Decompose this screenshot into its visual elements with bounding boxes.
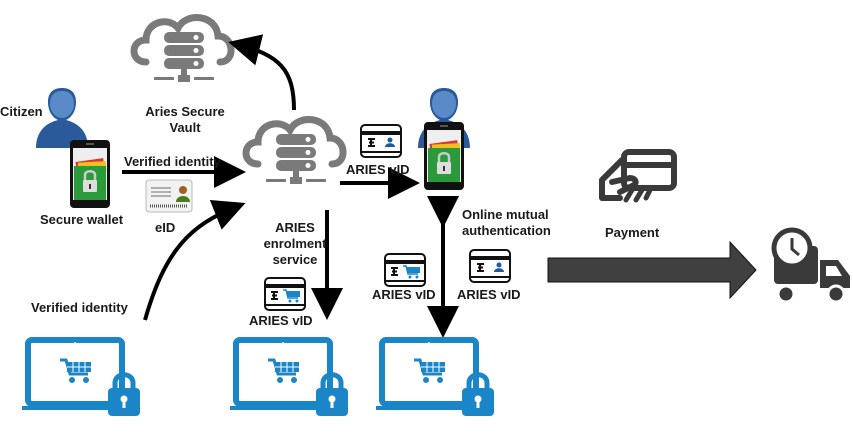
citizen-label: Citizen [0, 104, 43, 119]
vid-shop-mid-label: ARIES vID [372, 287, 436, 302]
enrolment-label-line: ARIES [275, 220, 315, 235]
mutual-auth-label-line: Online mutual [462, 207, 549, 222]
vault-label: Aries Secure Vault [140, 104, 230, 136]
recipient-wallet-phone-icon [422, 120, 466, 192]
eid-card-icon [145, 179, 193, 213]
secure-wallet-phone-icon [68, 138, 112, 210]
verified-identity-bottom-label: Verified identity [31, 300, 128, 315]
shop-laptop-lock-icon [230, 340, 348, 416]
payment-delivery-arrow [547, 240, 757, 300]
vault-label-line: Aries Secure [145, 104, 225, 119]
vid-user-mid-label: ARIES vID [457, 287, 521, 302]
enrolment-cloud-icon [246, 120, 343, 184]
eid-label: eID [155, 220, 176, 235]
mutual-auth-label: Online mutual authentication [462, 207, 551, 239]
vid-card-user-icon [360, 124, 402, 158]
payment-card-hand-icon [599, 149, 677, 203]
verified-identity-top-label: Verified identity [124, 154, 221, 169]
shop-laptop-lock-icon [376, 340, 494, 416]
payment-label: Payment [605, 225, 660, 240]
vid-to-user-label: ARIES vID [346, 162, 410, 177]
enrolment-label-line: enrolment [263, 236, 327, 251]
citizen-user-icon [36, 88, 88, 148]
enrolment-label: ARIES enrolment service [255, 220, 335, 268]
mutual-auth-label-line: authentication [462, 223, 551, 238]
enrolment-label-line: service [272, 252, 318, 267]
shop-laptop-lock-icon [22, 340, 140, 416]
vid-card-user-icon [469, 249, 511, 283]
vid-card-shop-icon [264, 277, 306, 311]
secure-wallet-label: Secure wallet [40, 212, 124, 227]
arrow-shop-to-enrolment [143, 199, 246, 321]
delivery-truck-icon [771, 227, 850, 304]
vault-label-line: Vault [169, 120, 201, 135]
vault-cloud-icon [134, 18, 231, 82]
vid-card-shop-icon [384, 253, 426, 287]
vid-to-shop-label: ARIES vID [249, 313, 313, 328]
arrow-enrolment-to-vault [228, 34, 296, 111]
